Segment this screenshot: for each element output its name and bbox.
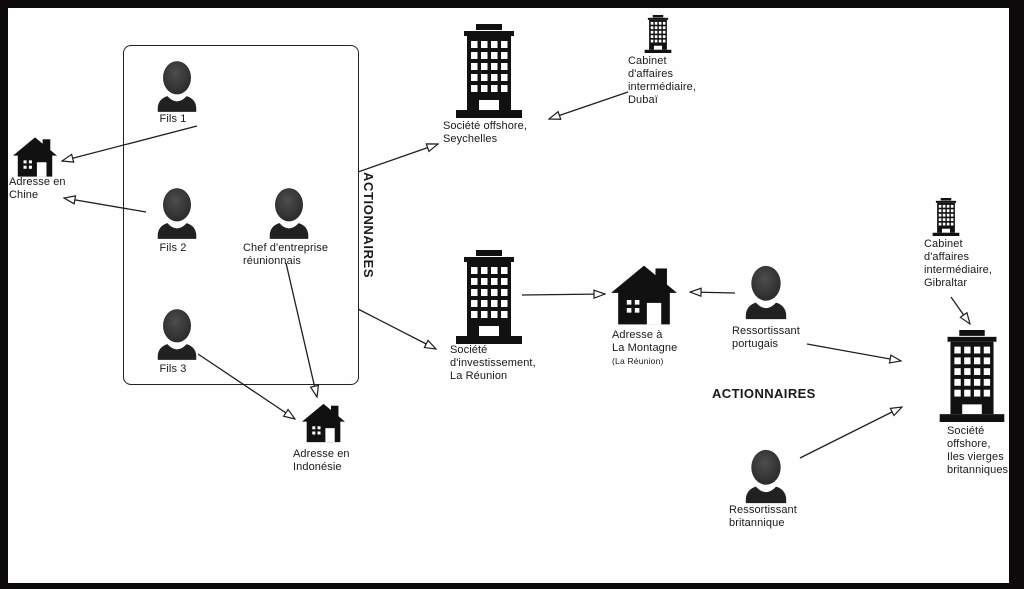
node-label-indonesie: Adresse en Indonésie xyxy=(293,448,350,473)
node-label-dubai: Cabinet d'affaires intermédiaire, Dubaï xyxy=(628,55,697,106)
node-label-portugais: Ressortissant portugais xyxy=(732,325,800,350)
office-building-icon xyxy=(929,198,963,236)
house-icon xyxy=(13,137,57,177)
node-label-fils1: Fils 1 xyxy=(159,113,187,125)
node-label-bvi: Société offshore, Iles vierges britanniq… xyxy=(947,425,1009,476)
node-label-adresse-chine: Adresse en Chine xyxy=(9,176,66,201)
actionnaires-horizontal-label: ACTIONNAIRES xyxy=(712,386,816,401)
person-icon xyxy=(744,448,788,505)
node-label-montagne: Adresse à La Montagne xyxy=(612,329,678,354)
office-building-icon xyxy=(938,330,1006,422)
house-icon xyxy=(302,403,345,443)
node-sublabel-montagne: (La Réunion) xyxy=(612,356,664,366)
house-icon xyxy=(611,265,677,325)
office-building-icon xyxy=(641,15,675,53)
person-icon xyxy=(268,186,310,241)
office-building-icon xyxy=(456,250,522,344)
office-building-icon xyxy=(456,24,522,118)
person-icon xyxy=(744,264,788,321)
node-label-seychelles: Société offshore, Seychelles xyxy=(443,120,528,145)
person-icon xyxy=(156,186,198,241)
node-label-fils3: Fils 3 xyxy=(159,363,187,375)
person-icon xyxy=(156,307,198,362)
node-label-chef: Chef d'entreprise réunionnais xyxy=(243,242,329,267)
node-label-britannique: Ressortissant britannique xyxy=(729,504,797,529)
node-label-investissement: Société d'investissement, La Réunion xyxy=(450,344,536,382)
node-label-fils2: Fils 2 xyxy=(159,242,187,254)
node-label-gibraltar: Cabinet d'affaires intermédiaire, Gibral… xyxy=(924,238,993,289)
person-icon xyxy=(156,59,198,114)
actionnaires-vertical-label: ACTIONNAIRES xyxy=(361,172,376,279)
